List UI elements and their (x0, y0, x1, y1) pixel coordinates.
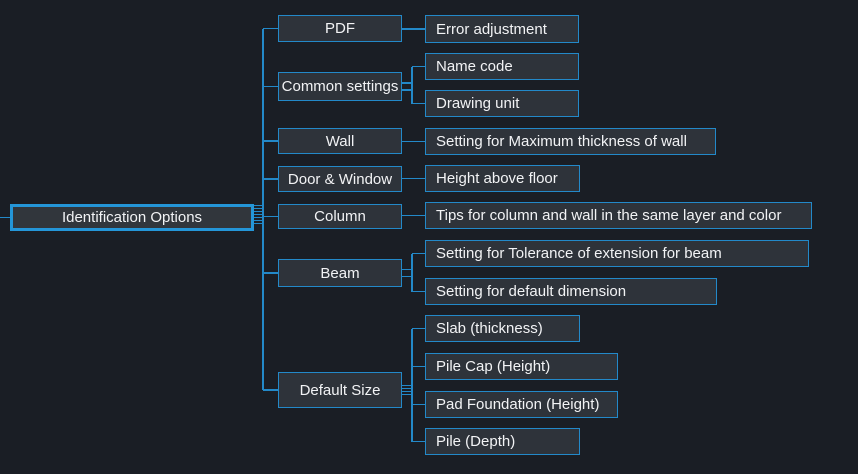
connector-line (412, 365, 425, 368)
leaf-node-height-above-floor[interactable]: Height above floor (425, 165, 580, 192)
connector-line (263, 272, 278, 274)
connector-line (412, 440, 425, 443)
connector-line (402, 390, 412, 393)
leaf-node-setting-for-maximum-thickness-of-wall[interactable]: Setting for Maximum thickness of wall (425, 128, 716, 155)
connector-line (412, 65, 425, 68)
connector-line (263, 215, 278, 218)
connector-line (263, 389, 278, 391)
category-node-beam[interactable]: Beam (278, 259, 402, 287)
connector-line (254, 219, 263, 222)
leaf-node-tips-for-column-and-wall-in-the-same-layer-and-color[interactable]: Tips for column and wall in the same lay… (425, 202, 812, 229)
root-node-identification-options[interactable]: Identification Options (10, 204, 254, 231)
leaf-node-pile-cap-height[interactable]: Pile Cap (Height) (425, 353, 618, 380)
connector-line (411, 253, 413, 292)
connector-line (402, 275, 412, 278)
category-node-pdf[interactable]: PDF (278, 15, 402, 42)
connector-line (402, 89, 412, 91)
connector-line (254, 207, 263, 210)
connector-line (254, 222, 263, 225)
connector-line (402, 140, 425, 143)
leaf-node-name-code[interactable]: Name code (425, 53, 579, 80)
connector-line (402, 214, 425, 217)
connector-line (412, 403, 425, 406)
connector-line (412, 290, 425, 293)
connector-line (412, 102, 425, 105)
connector-line (254, 216, 263, 219)
category-node-wall[interactable]: Wall (278, 128, 402, 154)
connector-line (402, 28, 425, 30)
connector-line (263, 178, 278, 180)
leaf-node-setting-for-default-dimension[interactable]: Setting for default dimension (425, 278, 717, 305)
connector-line (254, 210, 263, 213)
category-node-column[interactable]: Column (278, 204, 402, 229)
leaf-node-pile-depth[interactable]: Pile (Depth) (425, 428, 580, 455)
connector-line (254, 204, 263, 207)
connector-line (402, 268, 412, 271)
connector-line (412, 252, 425, 255)
connector-line (411, 328, 413, 442)
connector-line (254, 213, 263, 216)
connector-line (402, 387, 412, 390)
connector-line (402, 384, 412, 387)
connector-line (402, 82, 412, 84)
category-node-common-settings[interactable]: Common settings (278, 72, 402, 101)
connector-line (0, 216, 10, 219)
connector-line (263, 140, 278, 142)
leaf-node-pad-foundation-height[interactable]: Pad Foundation (Height) (425, 391, 618, 418)
leaf-node-slab-thickness[interactable]: Slab (thickness) (425, 315, 580, 342)
leaf-node-error-adjustment[interactable]: Error adjustment (425, 15, 579, 43)
leaf-node-setting-for-tolerance-of-extension-for-beam[interactable]: Setting for Tolerance of extension for b… (425, 240, 809, 267)
connector-line (263, 85, 278, 88)
connector-line (402, 177, 425, 180)
connector-line (411, 66, 413, 104)
leaf-node-drawing-unit[interactable]: Drawing unit (425, 90, 579, 117)
connector-line (402, 393, 412, 396)
connector-line (262, 28, 264, 390)
connector-line (412, 327, 425, 330)
category-node-default-size[interactable]: Default Size (278, 372, 402, 408)
connector-line (263, 27, 278, 30)
category-node-door-window[interactable]: Door & Window (278, 166, 402, 192)
